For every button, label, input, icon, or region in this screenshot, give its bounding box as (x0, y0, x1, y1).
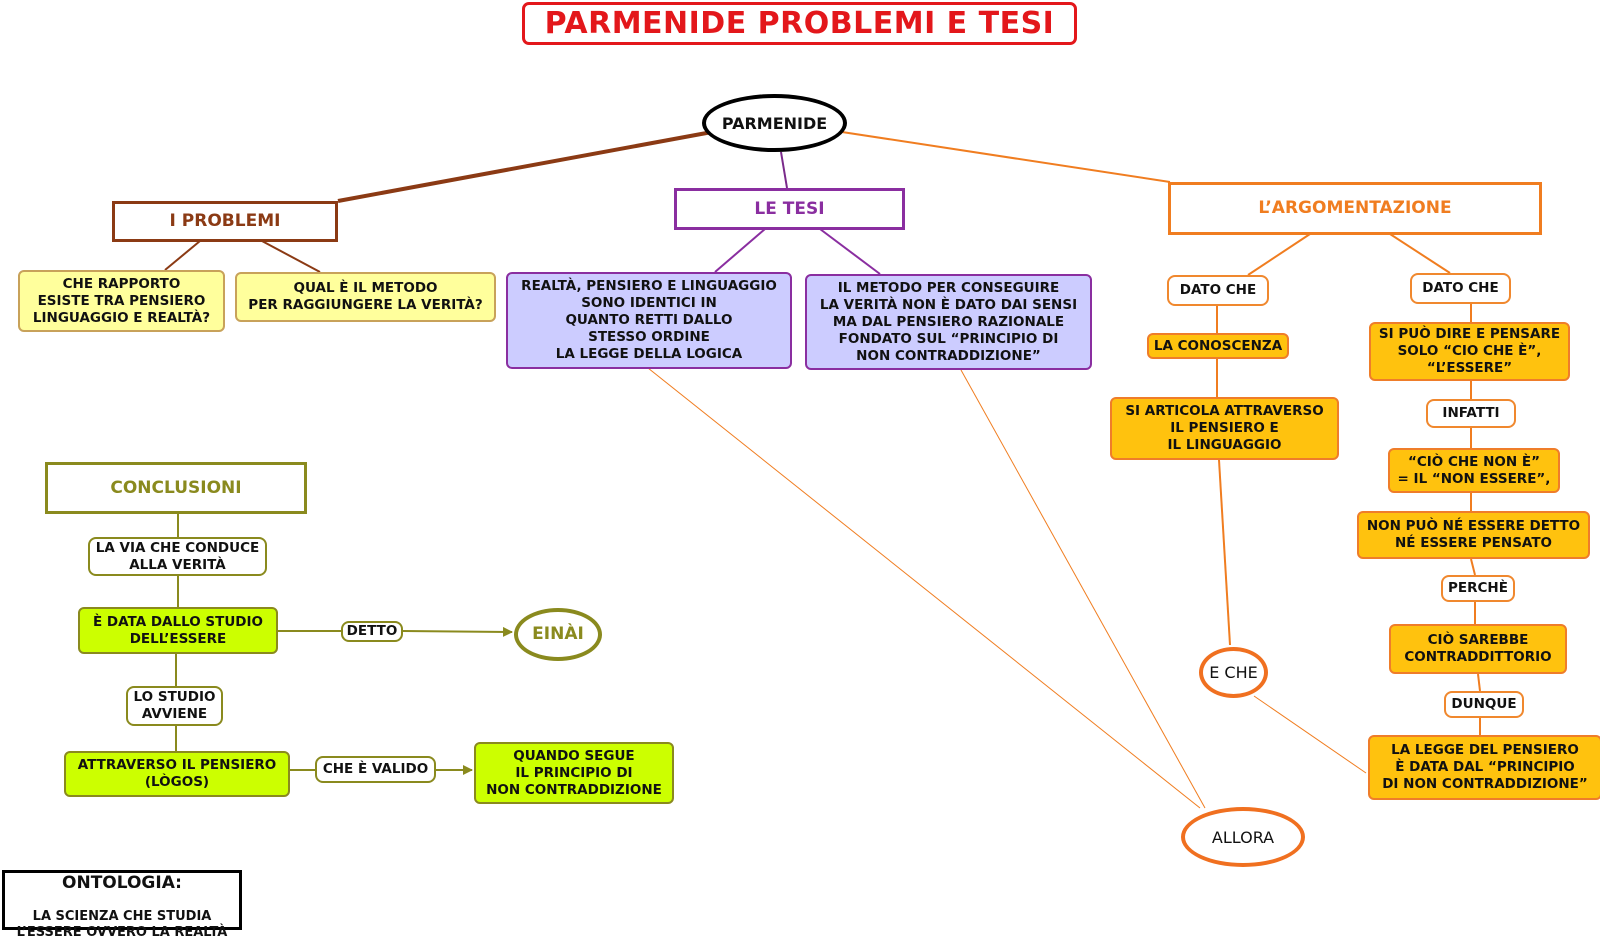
tesi-header: LE TESI (674, 188, 905, 230)
e-che-circle: E CHE (1199, 647, 1268, 698)
left-articola-box: SI ARTICOLA ATTRAVERSO IL PENSIERO E IL … (1110, 397, 1339, 460)
argomentazione-header: L’ARGOMENTAZIONE (1168, 182, 1542, 235)
ontologia-title: ONTOLOGIA: (62, 873, 182, 893)
link-infatti: INFATTI (1426, 399, 1516, 428)
allora-circle: ALLORA (1181, 807, 1305, 867)
problemi-question-1: CHE RAPPORTO ESISTE TRA PENSIERO LINGUAG… (18, 270, 225, 332)
ontologia-definition: ONTOLOGIA: LA SCIENZA CHE STUDIA L’ESSER… (2, 870, 242, 940)
link-detto: DETTO (341, 621, 403, 642)
ontologia-text: LA SCIENZA CHE STUDIA L’ESSERE OVVERO LA… (16, 909, 228, 940)
studio-avviene-label: LO STUDIO AVVIENE (126, 686, 223, 726)
page-title: PARMENIDE PROBLEMI E TESI (522, 2, 1077, 45)
root-node-parmenide: PARMENIDE (702, 94, 847, 152)
non-puo-box: NON PUÒ NÉ ESSERE DETTO NÉ ESSERE PENSAT… (1357, 511, 1590, 559)
attraverso-pensiero-box: ATTRAVERSO IL PENSIERO (LÒGOS) (64, 751, 290, 797)
left-conoscenza-box: LA CONOSCENZA (1147, 333, 1289, 359)
non-essere-box: “CIÒ CHE NON È” = IL “NON ESSERE”, (1388, 448, 1560, 493)
conclusioni-via-label: LA VIA CHE CONDUCE ALLA VERITÀ (88, 537, 267, 576)
tesi-thesis-1: REALTÀ, PENSIERO E LINGUAGGIO SONO IDENT… (506, 272, 792, 369)
link-perche: PERCHÈ (1441, 575, 1515, 602)
problemi-question-2: QUAL È IL METODO PER RAGGIUNGERE LA VERI… (235, 272, 496, 322)
link-che-e-valido: CHE È VALIDO (315, 756, 436, 783)
problemi-header: I PROBLEMI (112, 201, 338, 242)
data-studio-box: È DATA DALLO STUDIO DELL’ESSERE (78, 607, 278, 654)
left-link-dato-che: DATO CHE (1167, 275, 1269, 306)
right-link-dato-che: DATO CHE (1410, 273, 1511, 304)
quando-segue-box: QUANDO SEGUE IL PRINCIPIO DI NON CONTRAD… (474, 742, 674, 804)
right-dire-pensare-box: SI PUÒ DIRE E PENSARE SOLO “CIO CHE È”, … (1369, 322, 1570, 381)
contraddittorio-box: CIÒ SAREBBE CONTRADDITTORIO (1389, 624, 1567, 674)
conclusioni-header: CONCLUSIONI (45, 462, 307, 514)
legge-pensiero-box: LA LEGGE DEL PENSIERO È DATA DAL “PRINCI… (1368, 735, 1600, 800)
tesi-thesis-2: IL METODO PER CONSEGUIRE LA VERITÀ NON È… (805, 274, 1092, 370)
einai-ellipse: EINÀI (514, 608, 602, 661)
link-dunque: DUNQUE (1444, 691, 1524, 718)
